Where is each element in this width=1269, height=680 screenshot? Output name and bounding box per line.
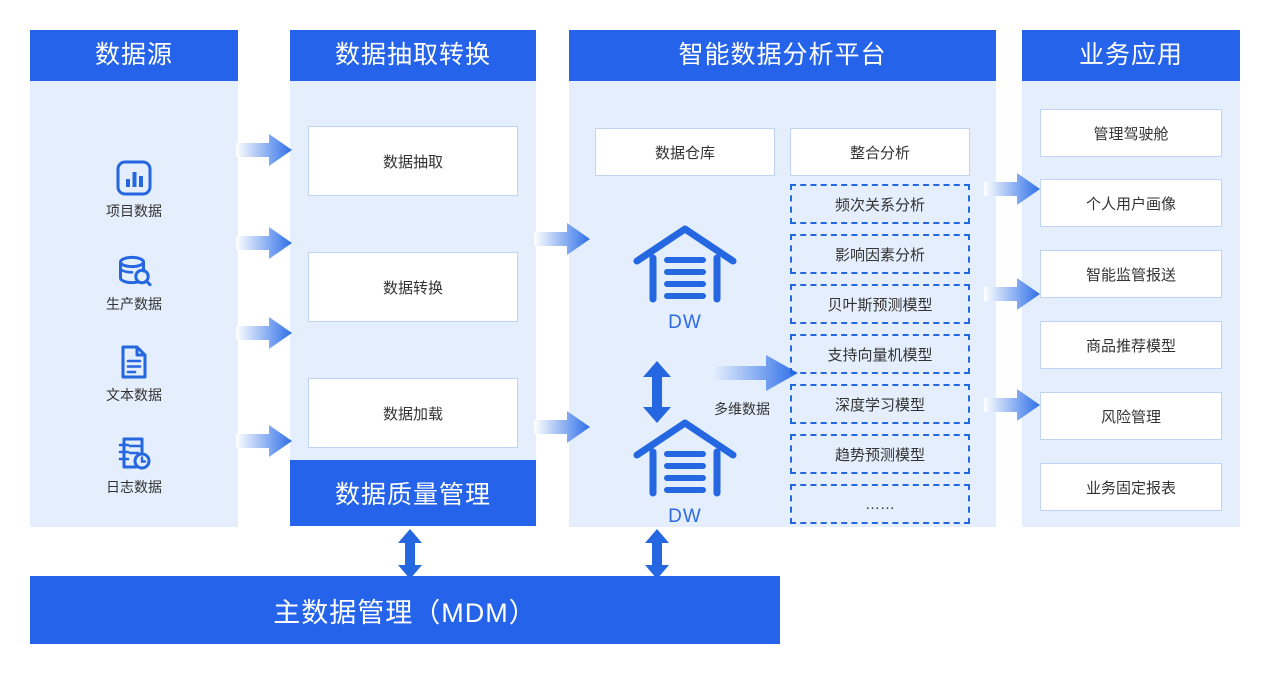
app-card-label: 风险管理 xyxy=(1100,408,1161,426)
source-item-label: 生产数据 xyxy=(106,296,162,312)
model-box-svm[interactable]: 支持向量机模型 xyxy=(790,334,970,374)
bar-chart-icon xyxy=(116,160,152,196)
model-box-deep-learning[interactable]: 深度学习模型 xyxy=(790,384,970,424)
model-box-trend[interactable]: 趋势预测模型 xyxy=(790,434,970,474)
source-item-label: 项目数据 xyxy=(106,203,162,219)
dw-bidirectional-arrow xyxy=(643,361,671,423)
model-box-label: 影响因素分析 xyxy=(834,246,925,264)
model-box-label: 支持向量机模型 xyxy=(827,346,933,364)
model-box-influence[interactable]: 影响因素分析 xyxy=(790,234,970,274)
app-card-user-profile[interactable]: 个人用户画像 xyxy=(1040,179,1222,227)
app-card-risk-management[interactable]: 风险管理 xyxy=(1040,392,1222,440)
log-clock-icon xyxy=(118,437,151,470)
column-header-etl: 数据抽取转换 xyxy=(290,30,536,81)
dw-upper: DW xyxy=(625,221,745,334)
column-data-source: 数据源 项目数据 生 xyxy=(30,30,238,527)
model-box-label: 频次关系分析 xyxy=(834,196,925,214)
mdm-to-platform-arrow xyxy=(645,529,669,579)
flow-arrow-platform-to-apps-1 xyxy=(984,173,1040,205)
flow-arrow-source-to-etl-3 xyxy=(236,317,292,349)
mdm-to-data-quality-arrow xyxy=(398,529,422,579)
flow-arrow-etl-to-platform-1 xyxy=(534,223,590,255)
source-item-production[interactable]: 生产数据 xyxy=(30,252,238,314)
etl-card-label: 数据抽取 xyxy=(382,153,443,171)
model-box-frequency[interactable]: 频次关系分析 xyxy=(790,184,970,224)
database-search-icon xyxy=(119,255,152,287)
etl-card-extract[interactable]: 数据抽取 xyxy=(308,126,518,196)
dw-upper-label: DW xyxy=(668,312,702,333)
app-card-label: 业务固定报表 xyxy=(1085,479,1176,497)
column-header-platform: 智能数据分析平台 xyxy=(569,30,996,81)
flow-arrow-source-to-etl-2 xyxy=(236,227,292,259)
app-card-label: 智能监管报送 xyxy=(1085,266,1176,284)
flow-arrow-source-to-etl-1 xyxy=(236,134,292,166)
model-box-bayes[interactable]: 贝叶斯预测模型 xyxy=(790,284,970,324)
dw-lower: DW xyxy=(625,415,745,528)
model-box-more[interactable]: …… xyxy=(790,484,970,524)
flow-arrow-etl-to-platform-2 xyxy=(534,411,590,443)
source-item-project[interactable]: 项目数据 xyxy=(30,159,238,221)
data-quality-bar-label: 数据质量管理 xyxy=(334,481,491,509)
app-card-label: 商品推荐模型 xyxy=(1085,337,1176,355)
column-body-platform: 数据仓库 DW xyxy=(569,81,996,527)
mdm-bar[interactable]: 主数据管理（MDM） xyxy=(30,576,780,644)
platform-card-data-warehouse[interactable]: 数据仓库 xyxy=(595,128,775,176)
source-item-label: 文本数据 xyxy=(106,387,162,403)
column-etl: 数据抽取转换 数据抽取 数据转换 数据加载 xyxy=(290,30,536,490)
column-body-business-apps: 管理驾驶舱 个人用户画像 智能监管报送 商品推荐模型 风险管理 业务固定报表 xyxy=(1022,81,1240,527)
column-body-data-source: 项目数据 生产数据 文本数据 xyxy=(30,81,238,527)
app-card-management-cockpit[interactable]: 管理驾驶舱 xyxy=(1040,109,1222,157)
model-box-label: 趋势预测模型 xyxy=(834,446,925,464)
flow-arrow-source-to-etl-4 xyxy=(236,425,292,457)
column-platform: 智能数据分析平台 数据仓库 DW xyxy=(569,30,996,527)
etl-card-label: 数据加载 xyxy=(382,405,443,423)
multidimensional-data-arrow xyxy=(714,355,798,391)
model-box-label: 深度学习模型 xyxy=(834,396,925,414)
column-body-etl: 数据抽取 数据转换 数据加载 xyxy=(290,81,536,490)
column-header-data-source: 数据源 xyxy=(30,30,238,81)
multidimensional-data-label: 多维数据 xyxy=(714,401,770,417)
platform-card-label: 整合分析 xyxy=(849,144,910,162)
source-item-label: 日志数据 xyxy=(106,479,162,495)
platform-card-integrated-analysis[interactable]: 整合分析 xyxy=(790,128,970,176)
app-card-label: 管理驾驶舱 xyxy=(1093,125,1169,143)
source-item-log[interactable]: 日志数据 xyxy=(30,435,238,497)
flow-arrow-platform-to-apps-2 xyxy=(984,278,1040,310)
flow-arrow-platform-to-apps-3 xyxy=(984,389,1040,421)
app-card-product-recommendation[interactable]: 商品推荐模型 xyxy=(1040,321,1222,369)
column-business-apps: 业务应用 管理驾驶舱 个人用户画像 智能监管报送 商品推荐模型 风险管理 业务固… xyxy=(1022,30,1240,527)
source-item-text[interactable]: 文本数据 xyxy=(30,343,238,405)
warehouse-icon xyxy=(633,419,737,497)
model-box-label: 贝叶斯预测模型 xyxy=(827,296,933,314)
etl-card-label: 数据转换 xyxy=(382,279,443,297)
app-card-fixed-reports[interactable]: 业务固定报表 xyxy=(1040,463,1222,511)
etl-card-transform[interactable]: 数据转换 xyxy=(308,252,518,322)
mdm-bar-label: 主数据管理（MDM） xyxy=(273,597,537,628)
dw-lower-label: DW xyxy=(668,506,702,527)
model-box-label: …… xyxy=(865,495,895,513)
document-icon xyxy=(121,345,147,379)
column-header-business-apps: 业务应用 xyxy=(1022,30,1240,81)
app-card-label: 个人用户画像 xyxy=(1085,195,1176,213)
platform-card-label: 数据仓库 xyxy=(654,144,715,162)
app-card-smart-regulatory-report[interactable]: 智能监管报送 xyxy=(1040,250,1222,298)
data-quality-bar[interactable]: 数据质量管理 xyxy=(290,460,536,526)
warehouse-icon xyxy=(633,225,737,303)
etl-card-load[interactable]: 数据加载 xyxy=(308,378,518,448)
